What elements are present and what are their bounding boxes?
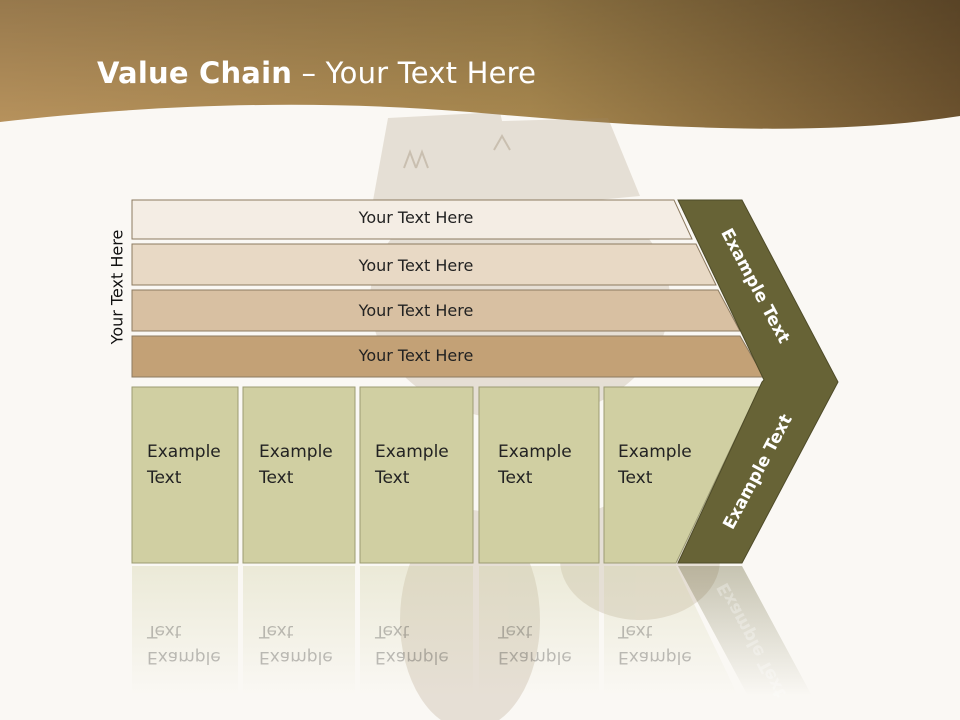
title-rest-part: – Your Text Here [292, 56, 537, 90]
margin-chevron[interactable] [677, 199, 839, 564]
primary-activity-3-reflection: Example Text [375, 621, 449, 667]
support-row-3-label: Your Text Here [358, 301, 474, 320]
title-bold-part: Value Chain [97, 56, 293, 90]
primary-activity-4-reflection: Example Text [498, 621, 572, 667]
slide-title: Value Chain – Your Text Here [97, 56, 536, 90]
reflection-2 [243, 566, 355, 696]
primary-activity-3-label: Example Text [375, 442, 449, 488]
primary-activity-1[interactable] [131, 386, 239, 564]
header-band [0, 0, 960, 129]
support-row-1[interactable] [131, 199, 693, 240]
primary-activity-4[interactable] [478, 386, 600, 564]
primary-activity-1-label: Example Text [147, 442, 221, 488]
primary-activity-5[interactable] [603, 386, 761, 564]
primary-activity-5-label: Example Text [618, 442, 692, 488]
primary-activity-2-label: Example Text [259, 442, 333, 488]
support-row-2-label: Your Text Here [358, 256, 474, 275]
support-row-3[interactable] [131, 289, 741, 332]
support-row-4-label: Your Text Here [358, 346, 474, 365]
primary-activity-2-reflection: Example Text [259, 621, 333, 667]
primary-activity-4-label: Example Text [498, 442, 572, 488]
primary-activity-5-reflection: Example Text [618, 621, 692, 667]
reflection-3 [360, 566, 473, 696]
primary-activity-3[interactable] [359, 386, 474, 564]
primary-activity-2[interactable] [242, 386, 356, 564]
reflection-1 [132, 566, 238, 696]
primary-activity-1-reflection: Example Text [147, 621, 221, 667]
chevron-reflection [678, 566, 812, 696]
support-row-1-label: Your Text Here [358, 208, 474, 227]
reflection-4 [479, 566, 599, 696]
support-row-2[interactable] [131, 243, 717, 286]
reflection-5 [604, 566, 738, 696]
